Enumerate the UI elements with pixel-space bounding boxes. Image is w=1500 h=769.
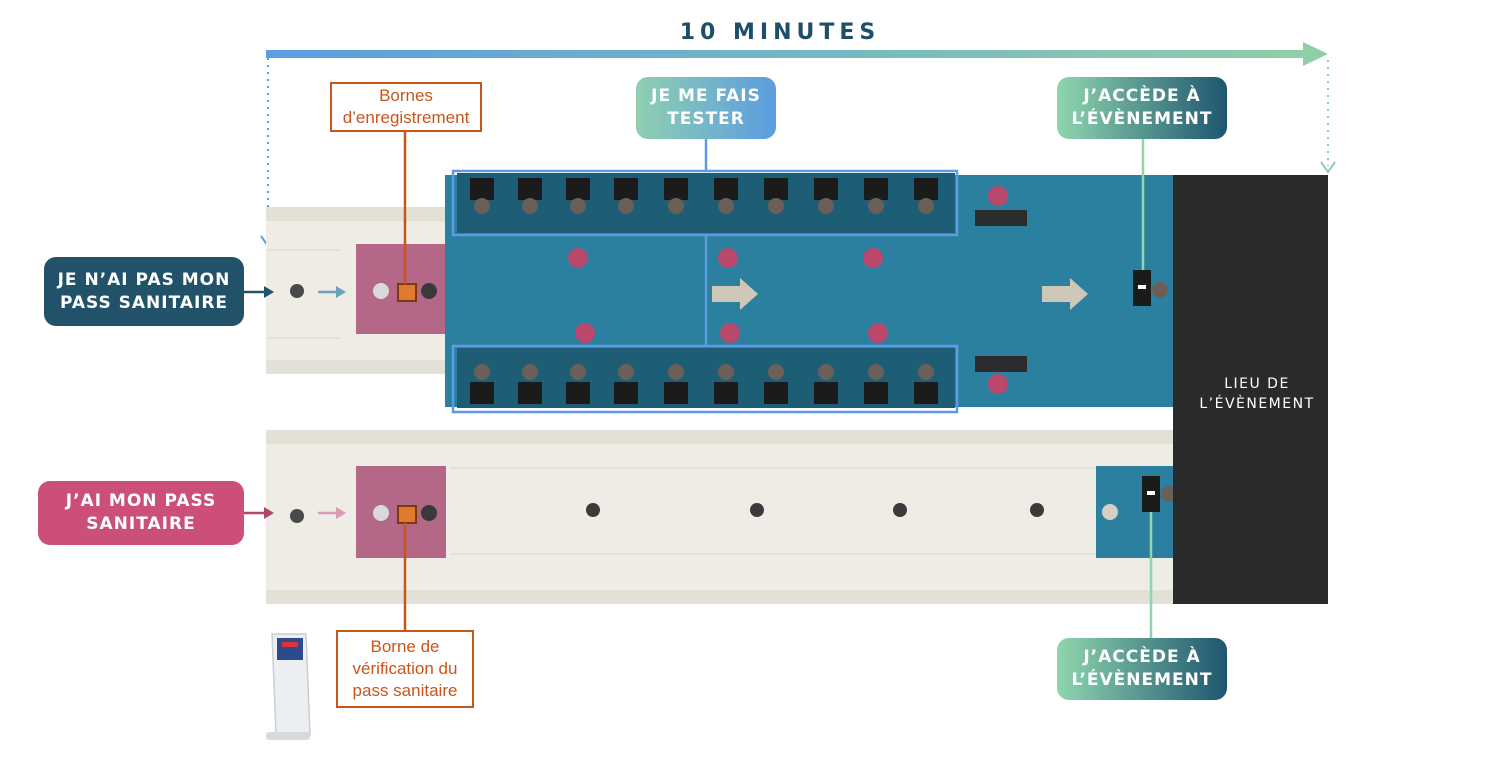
verification-kiosk-callout: Borne de vérification du pass sanitaire xyxy=(336,630,474,708)
equipment-racks xyxy=(975,210,1027,372)
staff-figures xyxy=(568,186,1008,394)
visitors-entering xyxy=(290,284,304,523)
venue-label: LIEU DE L’ÉVÈNEMENT xyxy=(1199,376,1315,412)
timeline-label: 10 MINUTES xyxy=(679,20,881,45)
registration-kiosks-callout: Bornes d’enregistrement xyxy=(330,82,482,132)
access-badge-top: J’ACCÈDE À L’ÉVÈNEMENT xyxy=(1057,77,1227,139)
entry-arrows xyxy=(244,286,346,519)
registration-kiosk-top xyxy=(397,283,417,302)
venue-block xyxy=(1173,175,1328,604)
no-pass-badge: JE N’AI PAS MON PASS SANITAIRE xyxy=(44,257,244,326)
test-booths-top xyxy=(457,173,955,233)
get-tested-badge: JE ME FAIS TESTER xyxy=(636,77,776,139)
has-pass-badge: J’AI MON PASS SANITAIRE xyxy=(38,481,244,545)
test-booths-bottom xyxy=(457,348,955,408)
access-badge-bottom: J’ACCÈDE À L’ÉVÈNEMENT xyxy=(1057,638,1227,700)
verification-kiosk-bottom xyxy=(397,505,417,524)
access-desk-top xyxy=(1133,270,1168,306)
kiosk-illustration xyxy=(266,633,311,740)
staff-at-kiosks xyxy=(373,283,437,521)
queue-people xyxy=(586,503,1044,517)
flow-arrows xyxy=(712,278,1088,310)
